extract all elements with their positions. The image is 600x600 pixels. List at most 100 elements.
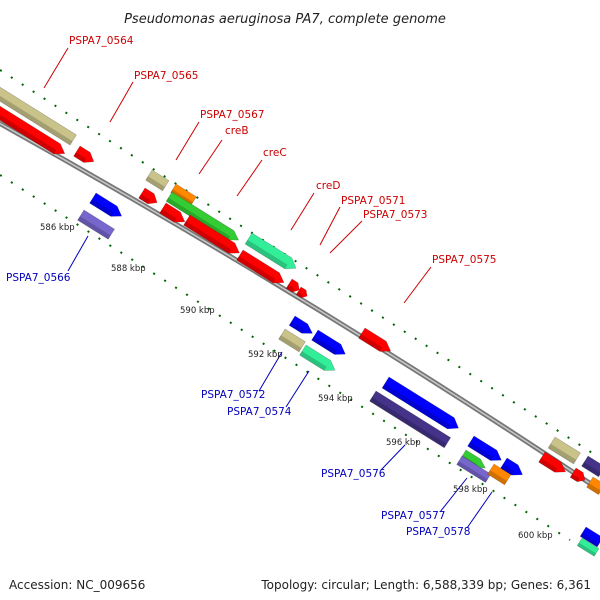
gene-glyph-cred-shape bbox=[244, 232, 297, 270]
gene-glyph-pspa7-0576-b[interactable] bbox=[369, 390, 452, 449]
gene-label-pspa7-0574[interactable]: PSPA7_0574 bbox=[227, 406, 292, 418]
kbp-label: 596 kbp bbox=[386, 438, 421, 448]
gene-glyph-pspa7-0564-shape bbox=[0, 83, 77, 146]
gene-label-pspa7-0571[interactable]: PSPA7_0571 bbox=[341, 195, 406, 207]
gene-glyph-pspa7-0572-shape bbox=[288, 315, 313, 334]
gene-glyph-pspa7-0571-shade bbox=[236, 256, 276, 283]
gene-glyph-pspa7-0574-b-shape bbox=[299, 344, 336, 371]
gene-glyph-pspa7-0566-b[interactable] bbox=[77, 209, 115, 240]
accession-text: Accession: NC_009656 bbox=[9, 578, 146, 592]
gene-glyph-right-red-b-shape bbox=[569, 467, 586, 483]
gene-label-creb[interactable]: creB bbox=[225, 125, 249, 137]
gene-label-cred[interactable]: creD bbox=[316, 180, 340, 192]
gene-glyph-pspa7-0574-shape bbox=[311, 329, 346, 355]
gene-glyph-right-blue-shade bbox=[580, 532, 600, 547]
gene-glyph-right-red-shade bbox=[538, 458, 558, 473]
gene-glyph-pspa7-0575-shade bbox=[358, 334, 383, 352]
kbp-label: 588 kbp bbox=[111, 264, 146, 274]
gene-glyph-pspa7-0577-c-shape bbox=[456, 455, 492, 483]
kbp-label: 590 kbp bbox=[180, 306, 215, 316]
gene-glyph-pspa7-0578-b[interactable] bbox=[500, 457, 526, 480]
gene-glyph-pspa7-0566[interactable] bbox=[89, 192, 125, 221]
gene-label-pspa7-0567[interactable]: PSPA7_0567 bbox=[200, 109, 265, 121]
gene-glyph-pspa7-0577-shade bbox=[467, 442, 493, 461]
gene-glyph-right-khaki[interactable] bbox=[547, 436, 581, 465]
gene-glyph-pspa7-0566-shape bbox=[89, 192, 123, 217]
gene-glyph-pspa7-0565[interactable] bbox=[73, 145, 97, 167]
gene-glyph-pspa7-0573-a[interactable] bbox=[285, 278, 302, 295]
gene-glyph-crec[interactable] bbox=[183, 214, 243, 258]
gene-glyph-right-dark-shade bbox=[581, 462, 600, 477]
forward-gene-labels: PSPA7_0564 PSPA7_0565 PSPA7_0567 creB cr… bbox=[69, 35, 497, 266]
gene-glyph-right-blue-shape bbox=[579, 526, 600, 548]
forward-leader-lines bbox=[43, 47, 432, 304]
gene-glyph-pspa7-0576-shape bbox=[381, 376, 459, 430]
gene-glyph-right-aqua-shape bbox=[576, 537, 600, 557]
gene-glyph-pspa7-0564-cds-shade bbox=[0, 109, 57, 154]
map-title: Pseudomonas aeruginosa PA7, complete gen… bbox=[124, 12, 446, 27]
gene-glyph-creb-shape bbox=[165, 191, 240, 241]
gene-glyph-cred-shade bbox=[245, 239, 288, 269]
kbp-label: 594 kbp bbox=[318, 394, 353, 404]
gene-glyph-pspa7-0574[interactable] bbox=[311, 329, 349, 359]
gene-glyph-pspa7-0566-shade bbox=[89, 199, 114, 217]
gene-glyph-right-dark[interactable] bbox=[581, 455, 600, 478]
gene-glyph-pspa7-0564-shade bbox=[0, 90, 73, 146]
gene-label-pspa7-0564[interactable]: PSPA7_0564 bbox=[69, 35, 134, 47]
gene-glyph-pspa7-0572-shade bbox=[289, 321, 305, 334]
gene-label-pspa7-0565[interactable]: PSPA7_0565 bbox=[134, 70, 199, 82]
gene-glyph-creb-cds-shade bbox=[159, 209, 177, 223]
gene-glyph-pspa7-0572-b-shade bbox=[278, 335, 302, 352]
gene-glyph-right-orange-shape bbox=[586, 476, 600, 496]
gene-glyph-pspa7-0577-c-shade bbox=[456, 461, 488, 483]
gene-glyph-pspa7-0576[interactable] bbox=[381, 376, 462, 434]
kbp-label: 592 kbp bbox=[248, 350, 283, 360]
gene-glyph-creb-orange-shade bbox=[170, 189, 194, 206]
gene-label-pspa7-0576[interactable]: PSPA7_0576 bbox=[321, 468, 386, 480]
gene-glyph-right-orange[interactable] bbox=[586, 476, 600, 496]
gene-glyph-right-red-b[interactable] bbox=[569, 467, 588, 485]
gene-glyph-pspa7-0572[interactable] bbox=[288, 315, 315, 338]
gene-layer bbox=[0, 83, 600, 557]
gene-glyph-pspa7-0575[interactable] bbox=[358, 327, 394, 356]
gene-glyph-pspa7-0566-b-shape bbox=[77, 209, 115, 240]
gene-glyph-pspa7-0567-shape bbox=[145, 169, 170, 192]
gene-glyph-right-aqua[interactable] bbox=[576, 537, 600, 557]
gene-glyph-creb-cds-shape bbox=[159, 202, 186, 223]
gene-glyph-pspa7-0577-c[interactable] bbox=[456, 455, 492, 483]
gene-glyph-pspa7-0567[interactable] bbox=[145, 169, 170, 192]
gene-glyph-right-red[interactable] bbox=[538, 451, 569, 477]
gene-glyph-cred[interactable] bbox=[244, 232, 299, 274]
gene-glyph-pspa7-0576-b-shape bbox=[369, 390, 452, 449]
gene-glyph-pspa7-0574-b[interactable] bbox=[299, 344, 339, 375]
gene-glyph-pspa7-0578-b-shape bbox=[500, 457, 523, 476]
gene-glyph-pspa7-0571-shape bbox=[236, 249, 285, 284]
gene-glyph-right-blue[interactable] bbox=[579, 526, 600, 548]
gene-label-pspa7-0573[interactable]: PSPA7_0573 bbox=[363, 209, 428, 221]
gene-glyph-pspa7-0576-shade bbox=[382, 383, 451, 429]
gene-glyph-pspa7-0564-cds[interactable] bbox=[0, 102, 68, 159]
gene-glyph-creb-cds[interactable] bbox=[159, 202, 188, 227]
gene-glyph-pspa7-0572-b-shape bbox=[278, 328, 306, 353]
gene-glyph-pspa7-0577-shape bbox=[467, 435, 502, 461]
gene-label-crec[interactable]: creC bbox=[263, 147, 287, 159]
gene-glyph-creb[interactable] bbox=[165, 191, 241, 245]
gene-label-pspa7-0578[interactable]: PSPA7_0578 bbox=[406, 526, 471, 538]
gene-label-pspa7-0577[interactable]: PSPA7_0577 bbox=[381, 510, 446, 522]
gene-glyph-right-orange-shade bbox=[586, 483, 600, 495]
gene-glyph-crec-shape bbox=[183, 214, 240, 254]
gene-glyph-pspa7-0564[interactable] bbox=[0, 83, 77, 146]
gc-track-inner bbox=[0, 174, 571, 541]
gene-label-pspa7-0572[interactable]: PSPA7_0572 bbox=[201, 389, 266, 401]
gene-glyph-pspa7-0573-b[interactable] bbox=[295, 286, 309, 300]
gene-glyph-pspa7-0567-cds-shape bbox=[138, 187, 158, 205]
gene-glyph-pspa7-0567-cds[interactable] bbox=[138, 187, 161, 208]
reverse-leader-lines bbox=[67, 235, 493, 529]
gene-label-pspa7-0575[interactable]: PSPA7_0575 bbox=[432, 254, 497, 266]
gene-glyph-pspa7-0572-b[interactable] bbox=[278, 328, 306, 353]
gene-glyph-pspa7-0573-b-shade bbox=[296, 291, 304, 298]
gene-glyph-crec-shade bbox=[183, 221, 232, 254]
gene-glyph-pspa7-0577[interactable] bbox=[467, 435, 505, 465]
gene-glyph-pspa7-0571[interactable] bbox=[236, 249, 287, 288]
gene-label-pspa7-0566[interactable]: PSPA7_0566 bbox=[6, 272, 71, 284]
